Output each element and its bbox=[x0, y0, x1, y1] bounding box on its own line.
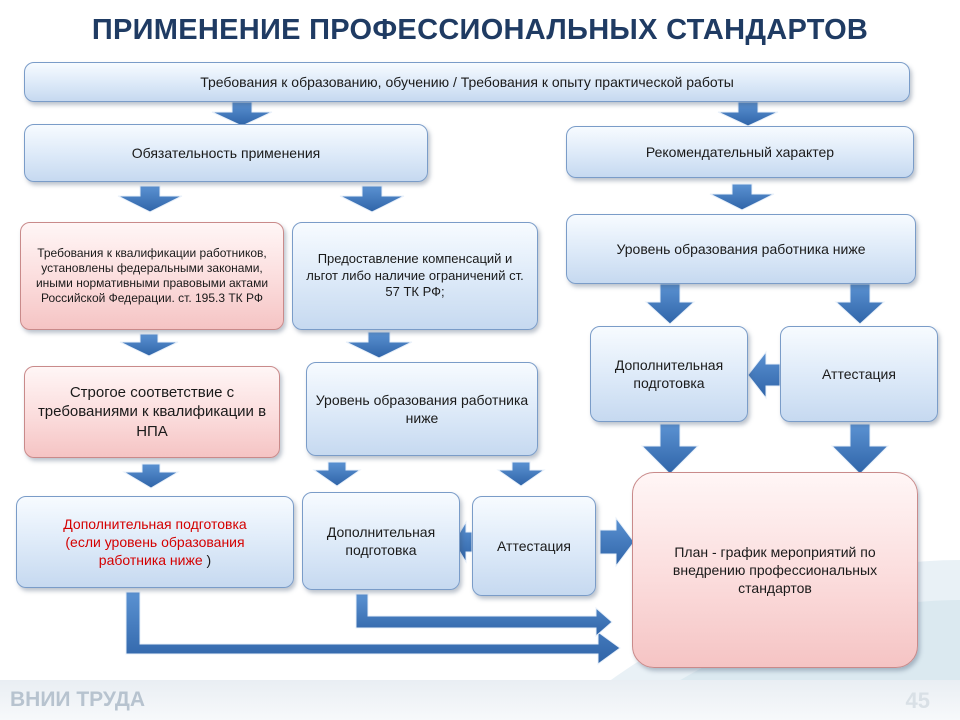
box-qualification-requirements: Требования к квалификации работников, ус… bbox=[20, 222, 284, 330]
box-attestation-mid-text: Аттестация bbox=[497, 537, 571, 554]
footer-org: ВНИИ ТРУДА bbox=[10, 688, 146, 711]
footer-bar bbox=[0, 680, 960, 720]
box-education-lower-right-text: Уровень образования работника ниже bbox=[616, 240, 866, 257]
box-mandatory: Обязательность применения bbox=[24, 124, 428, 182]
box-education-lower-mid: Уровень образования работника ниже bbox=[306, 362, 538, 456]
box-plan-text: План - график мероприятий по внедрению п… bbox=[672, 543, 878, 597]
box-additional-training-red: Дополнительная подготовка (если уровень … bbox=[16, 496, 294, 588]
box-education-lower-right: Уровень образования работника ниже bbox=[566, 214, 916, 284]
box-additional-training-right-text: Дополнительная подготовка bbox=[614, 356, 724, 391]
red-line-3-wrap: работника ниже ) bbox=[63, 551, 246, 569]
box-recommended: Рекомендательный характер bbox=[566, 126, 914, 178]
red-line-2: (если уровень образования bbox=[65, 533, 245, 550]
box-attestation-right: Аттестация bbox=[780, 326, 938, 422]
box-additional-training-mid-text: Дополнительная подготовка bbox=[326, 523, 436, 558]
page-title: ПРИМЕНЕНИЕ ПРОФЕССИОНАЛЬНЫХ СТАНДАРТОВ bbox=[91, 14, 869, 46]
box-attestation-mid: Аттестация bbox=[472, 496, 596, 596]
footer-page-number: 45 bbox=[905, 688, 930, 713]
box-strict-compliance: Строгое соответствие с требованиями к кв… bbox=[24, 366, 280, 458]
box-additional-training-right: Дополнительная подготовка bbox=[590, 326, 748, 422]
box-recommended-text: Рекомендательный характер bbox=[645, 143, 835, 160]
box-requirements: Требования к образованию, обучению / Тре… bbox=[24, 62, 910, 102]
box-requirements-text: Требования к образованию, обучению / Тре… bbox=[200, 73, 734, 90]
box-compensation: Предоставление компенсаций и льгот либо … bbox=[292, 222, 538, 330]
box-mandatory-text: Обязательность применения bbox=[131, 144, 321, 161]
box-attestation-right-text: Аттестация bbox=[822, 365, 896, 382]
red-line-1: Дополнительная подготовка bbox=[63, 515, 247, 532]
box-compensation-text: Предоставление компенсаций и льгот либо … bbox=[306, 250, 524, 300]
box-qualification-requirements-text: Требования к квалификации работников, ус… bbox=[35, 246, 269, 305]
box-additional-training-red-text: Дополнительная подготовка (если уровень … bbox=[63, 515, 246, 570]
box-education-lower-mid-text: Уровень образования работника ниже bbox=[315, 391, 529, 426]
red-line-3-suffix: ) bbox=[202, 552, 212, 569]
box-plan: План - график мероприятий по внедрению п… bbox=[632, 472, 918, 668]
red-line-3: работника ниже bbox=[98, 552, 203, 569]
box-additional-training-mid: Дополнительная подготовка bbox=[302, 492, 460, 590]
box-strict-compliance-text: Строгое соответствие с требованиями к кв… bbox=[37, 383, 267, 440]
